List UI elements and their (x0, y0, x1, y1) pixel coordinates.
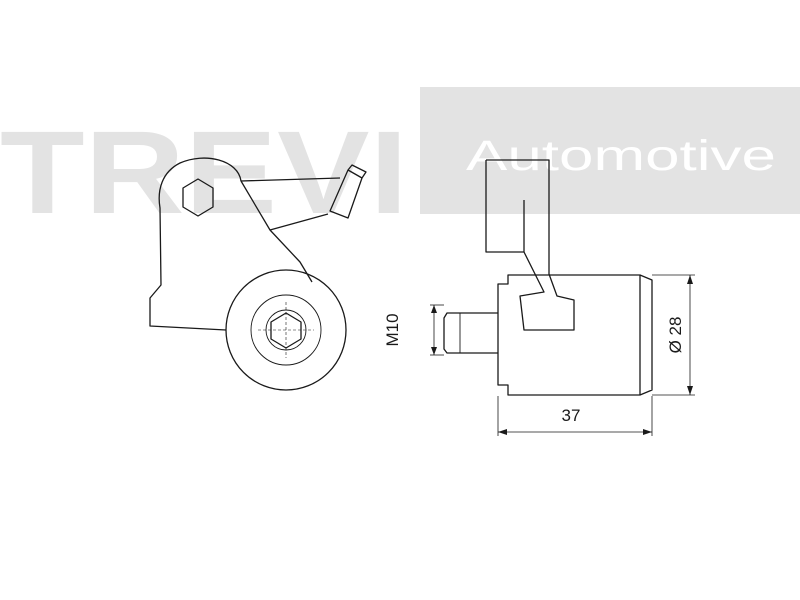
brand-logo-text: TREVI (0, 107, 408, 239)
dimension-length: 37 (497, 396, 653, 436)
diameter-label: Ø 28 (666, 317, 685, 354)
dimension-diameter: Ø 28 (652, 274, 695, 396)
front-view (149, 157, 367, 391)
pulley-body-side (497, 274, 653, 396)
spring-strap (240, 177, 341, 231)
dimension-thread: M10 (383, 304, 444, 356)
brand-watermark: TREVI Automotive (0, 87, 800, 239)
tensioner-arm (149, 157, 313, 331)
tagline-box (420, 87, 800, 214)
side-view (443, 159, 653, 396)
tagline-text: Automotive (466, 132, 776, 180)
pulley-outer (225, 269, 347, 391)
length-label: 37 (562, 406, 581, 425)
mounting-bolt-hex (182, 178, 214, 217)
threaded-stud (443, 312, 498, 354)
adjuster-tab (329, 164, 367, 219)
thread-size-label: M10 (383, 313, 402, 346)
pulley-inner-ring (250, 294, 322, 366)
side-arm (485, 159, 575, 331)
